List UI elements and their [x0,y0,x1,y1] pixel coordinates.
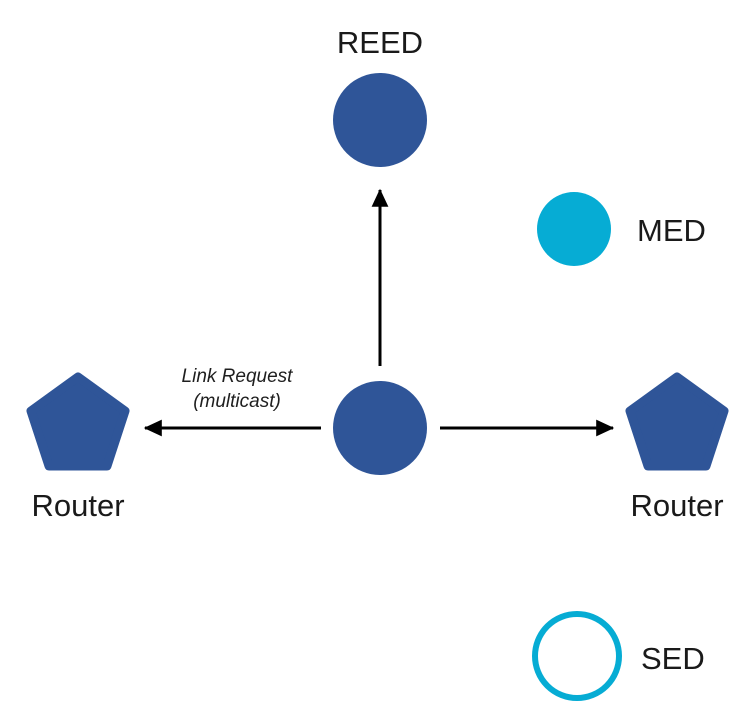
label-reed: REED [337,25,423,60]
node-reed[interactable] [333,73,427,167]
label-link-request-line1: Link Request [182,366,294,387]
label-link-request-line2: (multicast) [193,391,281,412]
node-router-left[interactable] [26,372,130,471]
node-med[interactable] [537,192,611,266]
node-sed[interactable] [532,611,622,701]
nodes-group [26,73,729,701]
label-sed: SED [641,641,705,676]
label-router-left: Router [31,488,124,523]
node-router-right[interactable] [625,372,729,471]
label-router-right: Router [630,488,723,523]
node-labels-group: REED MED Router Router SED [31,25,723,676]
edges-group [143,188,615,437]
label-med: MED [637,213,706,248]
edge-labels-group: Link Request (multicast) [182,366,294,412]
node-center-router[interactable] [333,381,427,475]
